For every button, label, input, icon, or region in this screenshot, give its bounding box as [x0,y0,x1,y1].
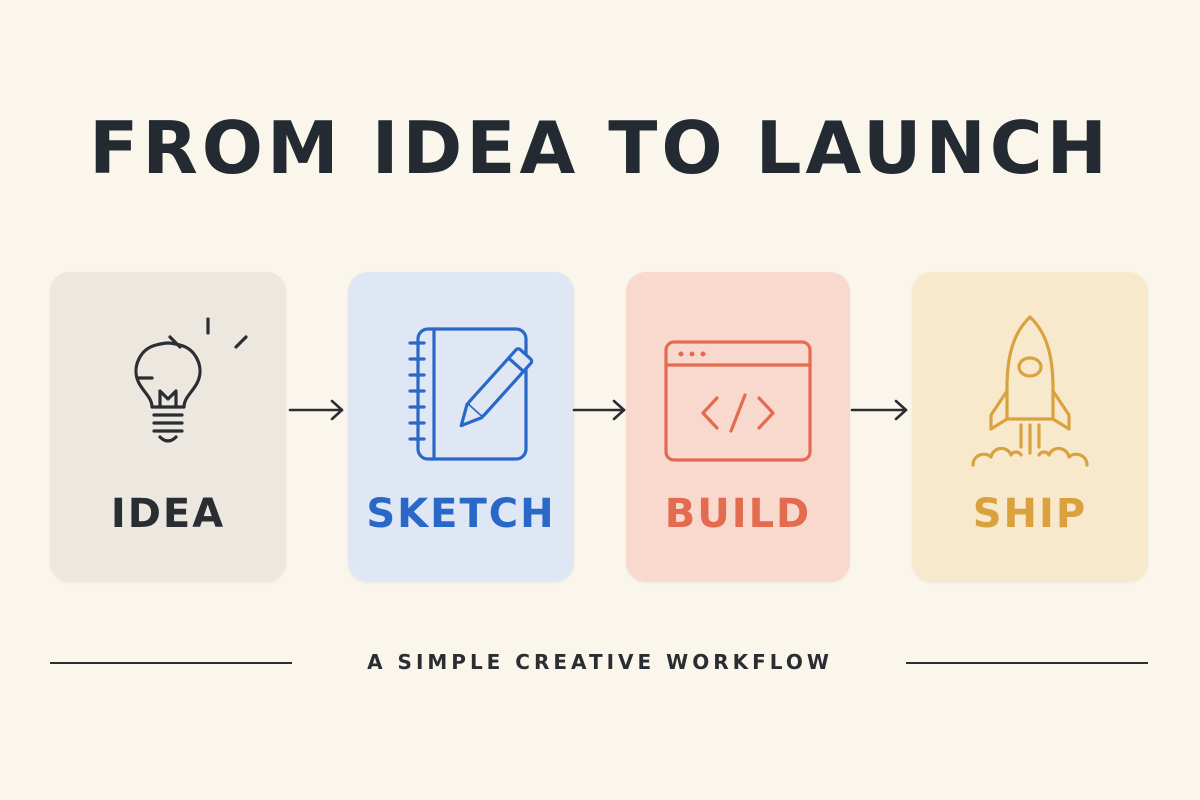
notebook-pencil-icon [348,307,574,467]
footer-divider-left [50,662,292,664]
arrow-right-icon [850,399,908,421]
lightbulb-icon [50,307,286,467]
step-label: BUILD [664,491,812,537]
rocket-icon [912,307,1148,467]
step-label: SKETCH [366,491,556,537]
arrow-right-icon [572,399,626,421]
step-label: SHIP [972,491,1088,537]
step-label: IDEA [110,491,226,537]
step-card-build: BUILD [626,272,850,582]
page-title: FROM IDEA TO LAUNCH [89,106,1111,190]
step-card-sketch: SKETCH [348,272,574,582]
arrow-right-icon [288,399,344,421]
footer-divider-right [906,662,1148,664]
step-card-ship: SHIP [912,272,1148,582]
step-card-idea: IDEA [50,272,286,582]
code-window-icon [626,307,850,467]
footer-caption: A SIMPLE CREATIVE WORKFLOW [367,650,833,674]
